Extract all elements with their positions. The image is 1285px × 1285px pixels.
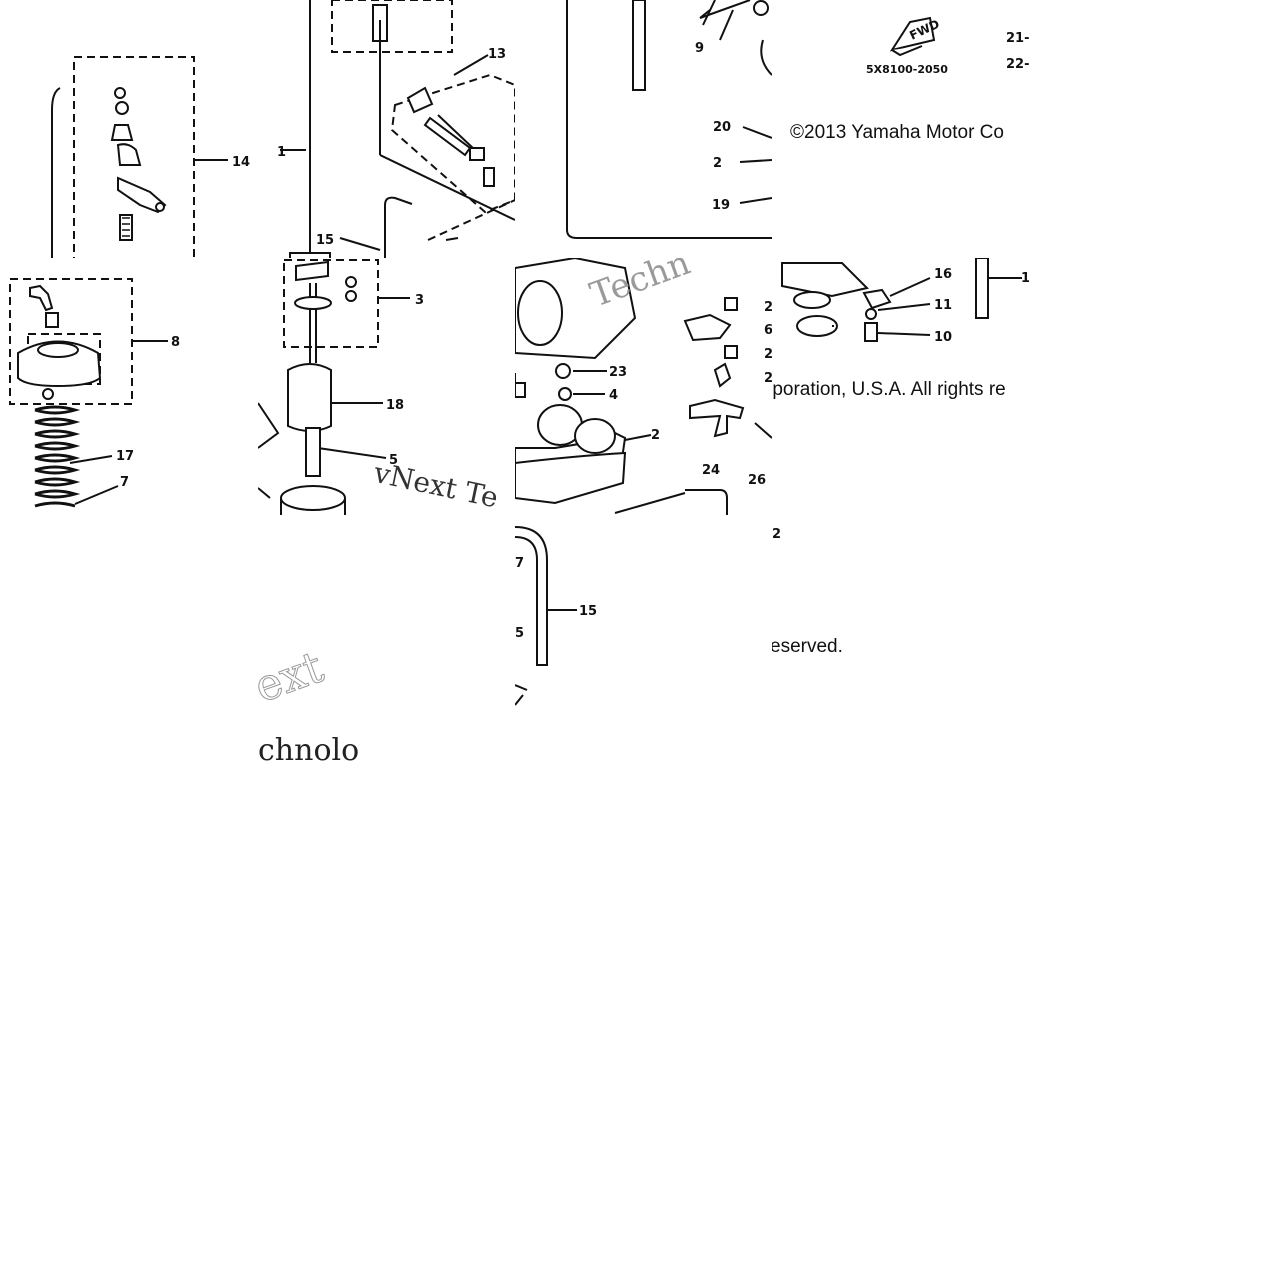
callout-13: 13 [488,47,506,62]
watermark-ext: ext [258,641,330,713]
callout-18: 18 [386,398,404,413]
callout-4: 4 [609,388,618,403]
copyright-line-3: eserved. [772,636,843,657]
callout-2-partial-a: 2 [764,300,772,315]
callout-1-partial: 1 [1021,271,1029,286]
diagram-art-top-left: 14 13 1 15 [51,0,515,258]
callout-3: 3 [415,293,424,308]
callout-9: 9 [695,41,704,56]
diagram-tile-center: 3 18 5 [258,258,515,515]
callout-8: 8 [171,335,180,350]
callout-15-lower: 15 [579,604,597,619]
callout-2-partial-c: 2 [764,371,772,386]
callout-6-partial: 6 [764,323,772,338]
callout-2-bottom: 2 [772,527,781,542]
callout-2-lower: 2 [651,428,660,443]
callout-7: 7 [120,475,129,490]
callout-15: 15 [316,233,334,248]
callout-16: 16 [934,267,952,282]
callout-11: 11 [934,298,952,313]
callout-14: 14 [232,155,250,170]
callout-22-partial: 22- [1006,57,1029,72]
callout-17: 17 [116,449,134,464]
callout-1: 1 [277,145,286,160]
diagram-art-middle-left: 8 17 7 [9,278,180,508]
diagram-art-top-far-right: FWD 5X8100-2050 21- 22- [866,17,1029,76]
copyright-line-1: ©2013 Yamaha Motor Co [790,122,1004,143]
callout-20: 20 [713,120,731,135]
diagram-art-lower-right: 2 [772,527,781,542]
callout-5-partial: 5 [515,626,524,641]
diagram-tile-lower-right: 2 eserved. [772,515,1029,772]
part-number: 5X8100-2050 [866,63,948,76]
callout-2-upper: 2 [713,156,722,171]
callout-7-partial-a: 7 [515,556,524,571]
diagram-art-carburetor-body: 23 4 2 24 26 2 2 2 6 [515,258,772,515]
copyright-line-2: rporation, U.S.A. All rights re [772,379,1006,400]
callout-2-partial-b: 2 [764,347,772,362]
callout-26: 26 [748,473,766,488]
diagram-tile-middle-left: 8 17 7 [0,258,258,515]
diagram-art-top-right: 9 20 2 19 [566,0,772,239]
diagram-tile-top-right: 9 20 2 19 [515,0,772,258]
callout-24: 24 [702,463,720,478]
diagram-tile-lower-left: ext chnolo [258,515,515,772]
callout-21-partial: 21- [1006,31,1029,46]
diagram-tile-right-middle: 16 11 10 1 rporation, U.S.A. All rights … [772,258,1029,515]
diagram-tile-lower-center: 7 5 15 [515,515,772,772]
callout-19: 19 [712,198,730,213]
diagram-art-right-middle: 16 11 10 1 [781,258,1029,345]
callout-5: 5 [389,453,398,468]
watermark-chnolo: chnolo [258,733,360,768]
diagram-tile-top-far-right: FWD 5X8100-2050 21- 22- ©2013 Yamaha Mot… [772,0,1029,258]
callout-10: 10 [934,330,952,345]
diagram-tile-carburetor-body: 23 4 2 24 26 2 2 2 6 Techn [515,258,772,515]
diagram-tile-top-left: 14 13 1 15 [0,0,515,258]
diagram-art-lower-center: 7 5 15 [515,526,597,706]
callout-23: 23 [609,365,627,380]
diagram-art-center: 3 18 5 [258,259,424,515]
